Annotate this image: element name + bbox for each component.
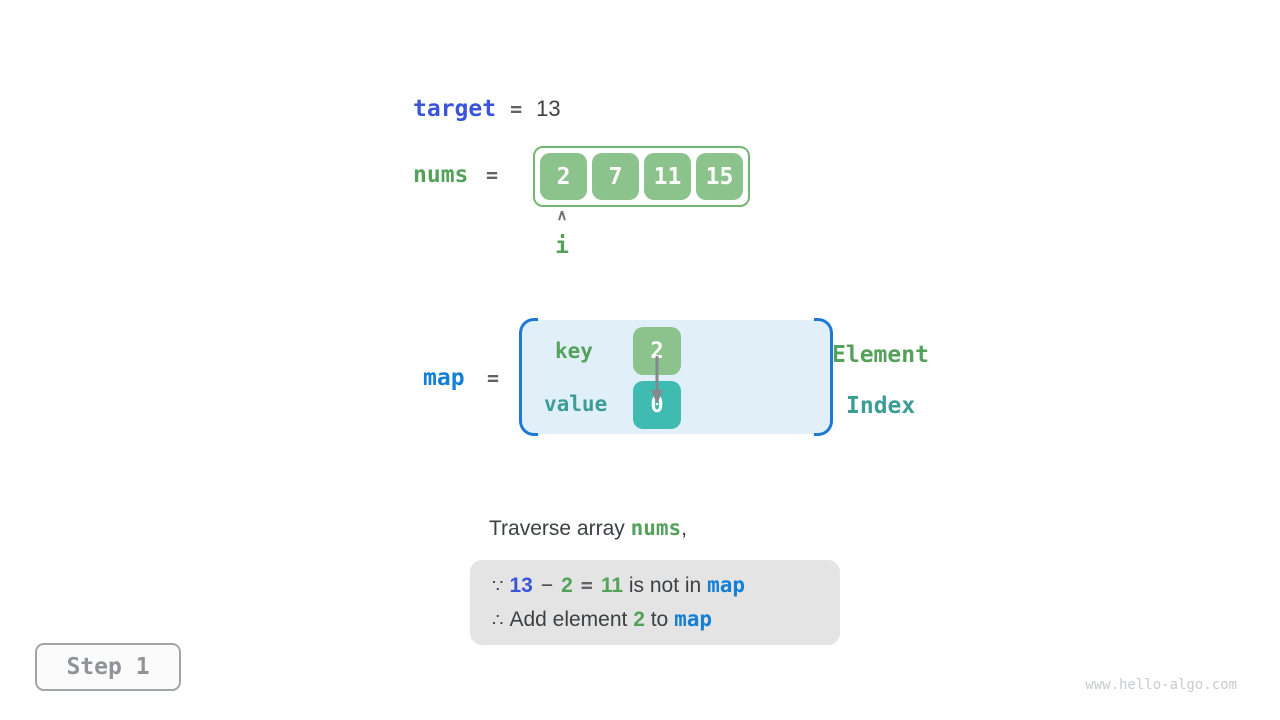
note-difference-value: 11: [600, 574, 624, 597]
minus-sign: −: [540, 574, 554, 597]
step-label: Step 1: [66, 654, 150, 680]
target-variable-name: target: [413, 96, 497, 122]
caption-nums-code: nums: [630, 516, 682, 540]
note-add-element-value: 2: [633, 608, 645, 631]
equals-sign: =: [580, 573, 593, 597]
watermark: www.hello-algo.com: [1085, 677, 1237, 693]
note-map-code: map: [674, 607, 713, 631]
nums-cell-0: 2: [540, 153, 587, 200]
note-line-1: ∵13−2 = 11 is not in map: [492, 573, 840, 598]
reasoning-note: ∵13−2=11 is not in map ∴Add element 2 to…: [470, 560, 840, 645]
element-annotation: Element: [832, 342, 929, 368]
step-badge: Step 1: [35, 643, 181, 691]
note-element-value: 2: [561, 574, 573, 597]
map-left-bracket: [519, 318, 538, 436]
nums-variable-name: nums: [413, 162, 469, 188]
caption-suffix: ,: [681, 517, 688, 540]
caption-prefix: Traverse array: [489, 517, 631, 540]
therefore-symbol: ∴: [492, 610, 504, 630]
target-value: 13: [536, 96, 561, 121]
map-value-label: value: [544, 392, 608, 416]
nums-cell-2: 11: [644, 153, 691, 200]
target-row: target = 13: [413, 96, 561, 122]
map-right-bracket: [814, 318, 833, 436]
note-line1-text: is not in: [623, 574, 708, 597]
note-map-code: map: [707, 573, 745, 597]
note-target-value: 13: [509, 574, 533, 597]
equals-sign: =: [510, 97, 523, 121]
nums-cell-3: 15: [696, 153, 743, 200]
key-to-value-arrow-icon: [651, 356, 663, 404]
equals-sign: =: [486, 163, 499, 187]
note-line2-text-mid: to: [644, 608, 675, 631]
map-container: key value 2 0: [519, 318, 833, 436]
note-line2-text-before: Add element: [509, 608, 634, 631]
nums-array: 2 7 11 15: [533, 146, 750, 207]
map-variable-name: map: [423, 365, 465, 391]
note-line-2: ∴Add element 2 to map: [492, 607, 840, 632]
map-key-label: key: [555, 339, 593, 363]
caption: Traverse array nums,: [489, 516, 687, 541]
index-pointer-caret-icon: ∧: [556, 207, 568, 224]
because-symbol: ∵: [492, 576, 504, 596]
index-annotation: Index: [846, 393, 916, 419]
equals-sign: =: [487, 366, 500, 390]
nums-cell-1: 7: [592, 153, 639, 200]
index-pointer-label: i: [555, 233, 569, 259]
